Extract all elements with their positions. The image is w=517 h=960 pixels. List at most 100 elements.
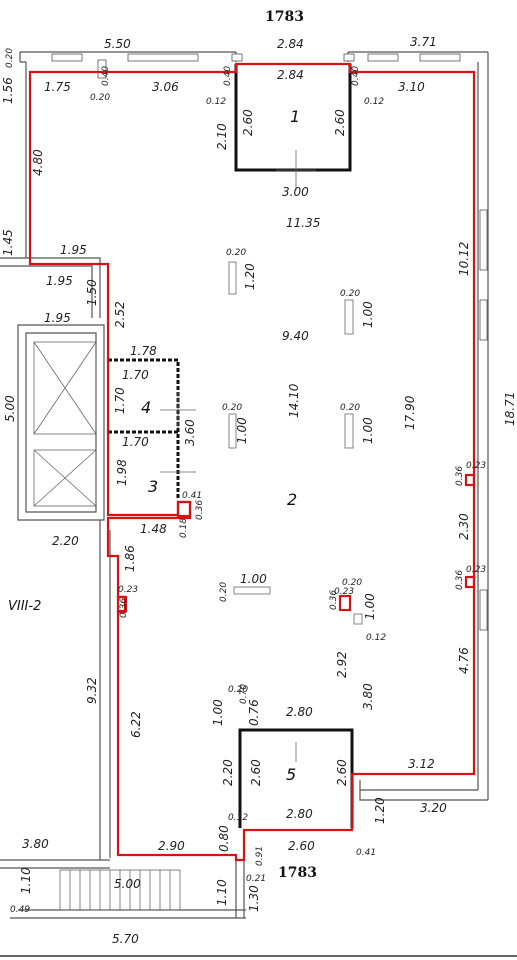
dim-2-60-b: 2.60 xyxy=(333,109,347,136)
dim-9-32: 9.32 xyxy=(85,677,99,704)
dim-2-60-a: 2.60 xyxy=(241,109,255,136)
dim-0-21: 0.21 xyxy=(246,874,266,884)
dim-1-20-b: 1.20 xyxy=(373,797,387,824)
room-label-viii-2: VIII-2 xyxy=(8,599,41,614)
dim-1-95-b: 1.95 xyxy=(46,274,73,288)
dim-1-70-c: 1.70 xyxy=(122,435,149,449)
dim-10-12: 10.12 xyxy=(457,242,471,276)
dim-2-60-c: 2.60 xyxy=(249,759,263,786)
dim-1-00-a: 1.00 xyxy=(361,301,375,328)
building-number-bottom: 1783 xyxy=(278,865,317,881)
dim-0-20-c: 0.20 xyxy=(226,248,246,258)
dim-0-40-c: 0.40 xyxy=(351,66,361,86)
dim-1-70-a: 1.70 xyxy=(122,368,149,382)
dim-2-90: 2.90 xyxy=(158,839,185,853)
dim-2-84-top: 2.84 xyxy=(277,37,304,51)
dim-0-20-d: 0.20 xyxy=(340,289,360,299)
dim-1-10-b: 1.10 xyxy=(215,879,229,906)
dim-1-86: 1.86 xyxy=(123,545,137,572)
vertical-dimension-labels: 0.20 0.40 0.40 0.40 1.56 2.10 2.60 2.60 … xyxy=(1,48,517,912)
dim-1-20-a: 1.20 xyxy=(243,263,257,290)
dim-0-36-a: 0.36 xyxy=(455,466,465,486)
dim-0-20-f: 0.20 xyxy=(340,403,360,413)
dim-1-78: 1.78 xyxy=(130,344,157,358)
dim-3-10: 3.10 xyxy=(398,80,425,94)
room-1-walls xyxy=(234,64,352,190)
dim-0-23-c: 0.23 xyxy=(334,587,354,597)
dim-1-95-c: 1.95 xyxy=(44,311,71,325)
premises-outline xyxy=(28,62,476,862)
dim-6-22: 6.22 xyxy=(129,711,143,738)
dim-1-00-b: 1.00 xyxy=(235,417,249,444)
dim-0-49: 0.49 xyxy=(10,905,30,915)
dim-2-20-a: 2.20 xyxy=(52,534,79,548)
dim-0-76: 0.76 xyxy=(247,699,261,726)
dim-0-40-b: 0.40 xyxy=(223,66,233,86)
dim-3-80-a: 3.80 xyxy=(361,683,375,710)
dim-3-20: 3.20 xyxy=(420,801,447,815)
dim-0-36-c: 0.36 xyxy=(119,598,129,618)
dim-3-06: 3.06 xyxy=(152,80,179,94)
room-number-5: 5 xyxy=(286,765,296,784)
dim-2-80-b: 2.80 xyxy=(286,807,313,821)
room-number-3: 3 xyxy=(148,477,158,496)
dimension-labels: 5.50 2.84 3.71 1.75 0.20 3.06 0.12 2.84 … xyxy=(10,35,486,946)
dim-1-00-c: 1.00 xyxy=(361,417,375,444)
stairs xyxy=(59,869,181,911)
dim-1-45: 1.45 xyxy=(1,229,15,256)
dim-0-12-d: 0.12 xyxy=(228,813,248,823)
dim-0-18: 0.18 xyxy=(179,518,189,538)
dim-0-20-e: 0.20 xyxy=(222,403,242,413)
dim-2-20-b: 2.20 xyxy=(221,759,235,786)
dim-2-60-d: 2.60 xyxy=(335,759,349,786)
dim-11-35: 11.35 xyxy=(286,216,320,230)
dim-0-70: 0.70 xyxy=(239,684,249,704)
dim-0-36-d: 0.36 xyxy=(329,590,339,610)
dim-1-10-a: 1.10 xyxy=(19,867,33,894)
dim-5-50: 5.50 xyxy=(104,37,131,51)
dim-0-20-h: 0.20 xyxy=(342,578,362,588)
dim-2-80-a: 2.80 xyxy=(286,705,313,719)
dim-18-71: 18.71 xyxy=(503,392,517,426)
dim-0-91: 0.91 xyxy=(255,846,265,866)
dim-3-60: 3.60 xyxy=(183,419,197,446)
dim-0-12-a: 0.12 xyxy=(206,97,226,107)
dim-17-90: 17.90 xyxy=(403,395,417,430)
dim-1-00-e: 1.00 xyxy=(363,593,377,620)
dim-3-00: 3.00 xyxy=(282,185,309,199)
dim-1-00-d: 1.00 xyxy=(240,572,267,586)
dim-3-71: 3.71 xyxy=(410,35,437,49)
dim-3-80-b: 3.80 xyxy=(22,837,49,851)
dim-5-70: 5.70 xyxy=(112,932,139,946)
dim-2-52: 2.52 xyxy=(113,301,127,328)
dim-1-98: 1.98 xyxy=(115,459,129,486)
dim-5-00-b: 5.00 xyxy=(114,877,141,891)
dim-5-00: 5.00 xyxy=(3,395,17,422)
dim-1-56: 1.56 xyxy=(1,77,15,104)
columns xyxy=(228,261,363,625)
room-number-2: 2 xyxy=(287,490,297,509)
dim-1-50: 1.50 xyxy=(85,279,99,306)
dim-3-12: 3.12 xyxy=(408,757,435,771)
room-number-1: 1 xyxy=(290,107,300,126)
dim-1-75: 1.75 xyxy=(44,80,71,94)
dim-2-10: 2.10 xyxy=(215,123,229,150)
dim-1-70-b: 1.70 xyxy=(113,387,127,414)
dim-1-00-f: 1.00 xyxy=(211,699,225,726)
room-4-3-walls xyxy=(108,358,196,500)
dim-0-12-c: 0.12 xyxy=(366,633,386,643)
dim-0-20-a: 0.20 xyxy=(5,48,15,68)
dim-1-30: 1.30 xyxy=(247,885,261,912)
dim-2-60-e: 2.60 xyxy=(288,839,315,853)
top-windows xyxy=(51,53,488,631)
room-number-4: 4 xyxy=(141,398,151,417)
elevator-shafts xyxy=(33,341,97,507)
building-number-top: 1783 xyxy=(265,9,304,25)
dim-0-23-d: 0.23 xyxy=(466,565,486,575)
dim-14-10: 14.10 xyxy=(287,383,301,418)
dim-0-12-b: 0.12 xyxy=(364,97,384,107)
dim-1-48: 1.48 xyxy=(140,522,167,536)
dim-0-36-b: 0.36 xyxy=(195,500,205,520)
dim-0-41-b: 0.41 xyxy=(356,848,376,858)
